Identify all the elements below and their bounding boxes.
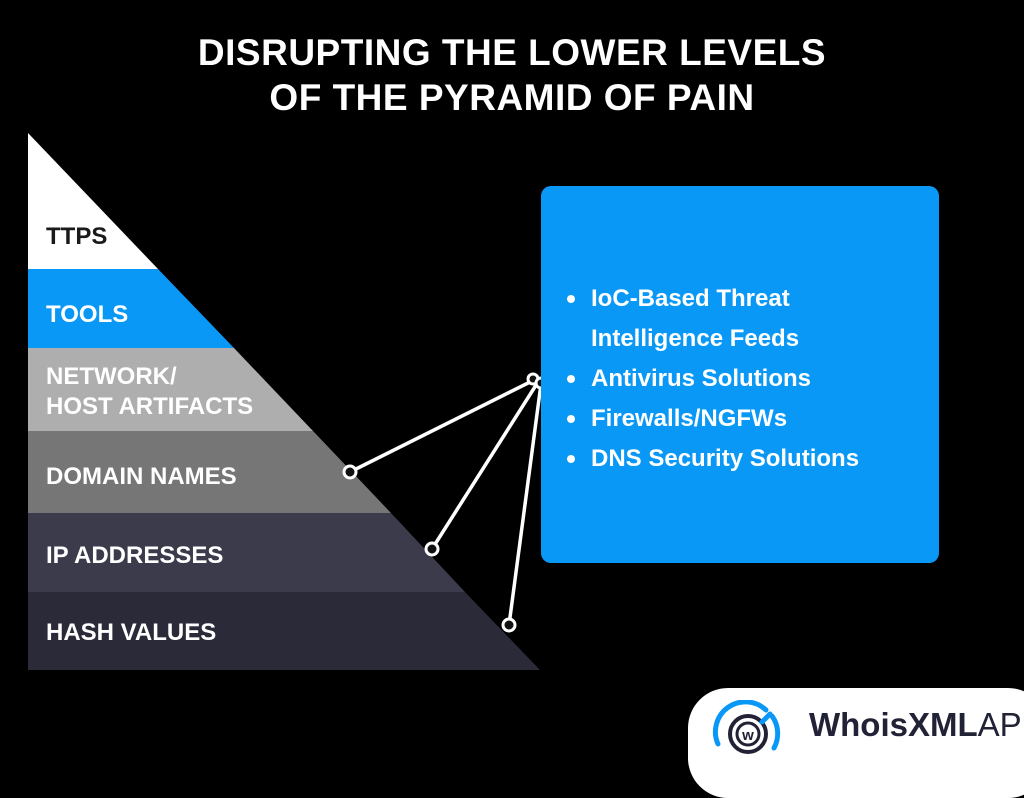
pyramid-level-hash-values [28,592,540,670]
diagram-title: DISRUPTING THE LOWER LEVELS OF THE PYRAM… [0,30,1024,120]
title-line-2: OF THE PYRAMID OF PAIN [269,77,755,118]
logo-text-bold: WhoisXML [809,706,978,743]
pyramid-level-ip-addresses [28,513,465,592]
level-label-tools: TOOLS [46,301,129,328]
level-label-ip-addresses: IP ADDRESSES [46,542,224,569]
solutions-card: IoC-Based Threat Intelligence Feeds Anti… [541,186,939,563]
level-label-hash-values: HASH VALUES [46,619,217,646]
connector-node-ip-addresses [424,541,440,557]
logo-wordmark: WhoisXMLAPI [809,705,1024,745]
level-label-ttps: TTPS [46,223,108,250]
pyramid-level-network-host-artifacts [28,348,313,431]
whoisxml-globe-icon: w [712,700,781,754]
solution-item: Antivirus Solutions [567,359,927,399]
pyramid-level-domain-names [28,431,391,513]
level-label-domain-names: DOMAIN NAMES [46,463,237,490]
svg-text:w: w [741,727,754,744]
connector-hash-values [507,383,543,626]
level-label-network-host-artifacts: NETWORK/ HOST ARTIFACTS [46,362,253,422]
pyramid-level-tools [28,269,234,348]
title-line-1: DISRUPTING THE LOWER LEVELS [197,32,827,73]
pyramid-of-pain [28,133,548,670]
solution-item: IoC-Based Threat Intelligence Feeds [567,279,927,359]
logo-text-regular: API [977,706,1024,743]
connector-domain-names [349,378,535,474]
connector-node-domain-names [342,464,358,480]
solution-item: Firewalls/NGFWs [567,399,927,439]
connector-node-hash-values [501,617,517,633]
level-label-line-1: NETWORK/ [46,363,177,390]
pyramid-level-ttps [28,133,158,269]
solutions-list: IoC-Based Threat Intelligence Feeds Anti… [567,279,927,479]
level-label-line-2: HOST ARTIFACTS [46,393,254,420]
connector-lines [349,378,543,626]
connector-ip-addresses [430,381,540,550]
solution-item: DNS Security Solutions [567,439,927,479]
